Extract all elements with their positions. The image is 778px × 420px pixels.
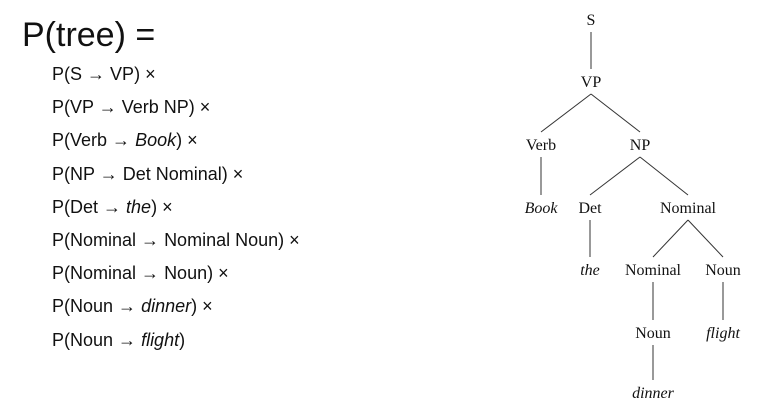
rule-rhs: Noun: [164, 263, 208, 284]
rule-rhs: the: [126, 196, 152, 217]
arrow-glyph: →: [87, 64, 106, 84]
rule-lhs: S: [70, 64, 83, 84]
rule-row: P(Verb → Book) ×: [52, 130, 198, 151]
tree-edge: [687, 219, 724, 258]
rule-row: P(Noun → dinner) ×: [52, 296, 213, 317]
rule-row: P(S → VP) ×: [52, 64, 156, 84]
rule-suffix: ×: [197, 296, 213, 317]
tree-edge: [590, 93, 641, 133]
tree-node-vp: VP: [581, 74, 602, 91]
rule-row: P(Noun → flight): [52, 329, 186, 350]
rule-row: P(Nominal → Nominal Noun) ×: [52, 229, 300, 250]
arrow-glyph: →: [141, 263, 160, 284]
tree-node-nominal: Nominal: [660, 200, 717, 217]
rule-rhs: Det Nominal: [122, 163, 222, 184]
rule-suffix: ×: [194, 97, 211, 118]
rule-lhs: Verb: [70, 130, 108, 151]
arrow-glyph: →: [118, 296, 137, 317]
tree-leaf-flight: flight: [706, 325, 740, 342]
rule-lhs: VP: [70, 97, 94, 118]
rule-lhs: Nominal: [70, 263, 137, 284]
rule-row: P(Det → the) ×: [52, 196, 173, 217]
tree-node-verb: Verb: [526, 137, 556, 154]
rule-rhs: dinner: [141, 296, 192, 317]
tree-node-np: NP: [630, 137, 651, 154]
page-title: P(tree) =: [22, 16, 156, 54]
rule-rhs: Book: [135, 130, 177, 151]
tree-node-det: Det: [578, 200, 602, 217]
tree-node-s: S: [587, 12, 596, 29]
tree-leaf-the: the: [580, 262, 600, 279]
rule-lhs: Nominal: [70, 229, 137, 250]
rule-lhs: NP: [70, 163, 95, 184]
arrow-glyph: →: [112, 130, 131, 151]
rule-row: P(NP → Det Nominal) ×: [52, 163, 244, 184]
tree-edge: [639, 156, 689, 196]
rule-suffix: ×: [213, 263, 229, 284]
tree-edge: [652, 219, 689, 258]
tree-node-noun: Noun: [705, 262, 741, 279]
rule-suffix: ×: [227, 163, 244, 184]
arrow-glyph: →: [141, 229, 160, 250]
rule-rhs: VP: [110, 64, 135, 84]
tree-edges: [540, 32, 724, 380]
rule-suffix: ×: [140, 64, 156, 84]
rule-rhs: Verb NP: [121, 97, 189, 118]
tree-leaf-dinner: dinner: [632, 385, 675, 402]
tree-leaf-book: Book: [525, 200, 559, 217]
rule-rhs: flight: [141, 329, 180, 350]
rule-row: P(Nominal → Noun) ×: [52, 263, 229, 284]
rule-lhs: Noun: [70, 329, 114, 350]
arrow-glyph: →: [118, 329, 137, 350]
tree-node-nominal: Nominal: [625, 262, 682, 279]
rule-rhs: Nominal Noun: [164, 229, 279, 250]
rule-suffix: ×: [284, 229, 300, 250]
rule-suffix: ×: [182, 130, 198, 151]
rule-probability-list: P(S → VP) × P(VP → Verb NP) × P(Verb → B…: [52, 58, 300, 357]
tree-nodes: S VP Verb NP Book Det Nominal the Nomina…: [525, 12, 741, 402]
tree-edge: [589, 156, 641, 196]
tree-edge: [540, 93, 592, 133]
arrow-glyph: →: [103, 196, 122, 217]
rule-suffix: ×: [157, 196, 173, 217]
rule-lhs: Noun: [70, 296, 114, 317]
rule-lhs: Det: [70, 196, 99, 217]
rule-row: P(VP → Verb NP) ×: [52, 97, 211, 118]
arrow-glyph: →: [99, 163, 118, 184]
tree-node-noun: Noun: [635, 325, 671, 342]
arrow-glyph: →: [98, 97, 117, 118]
